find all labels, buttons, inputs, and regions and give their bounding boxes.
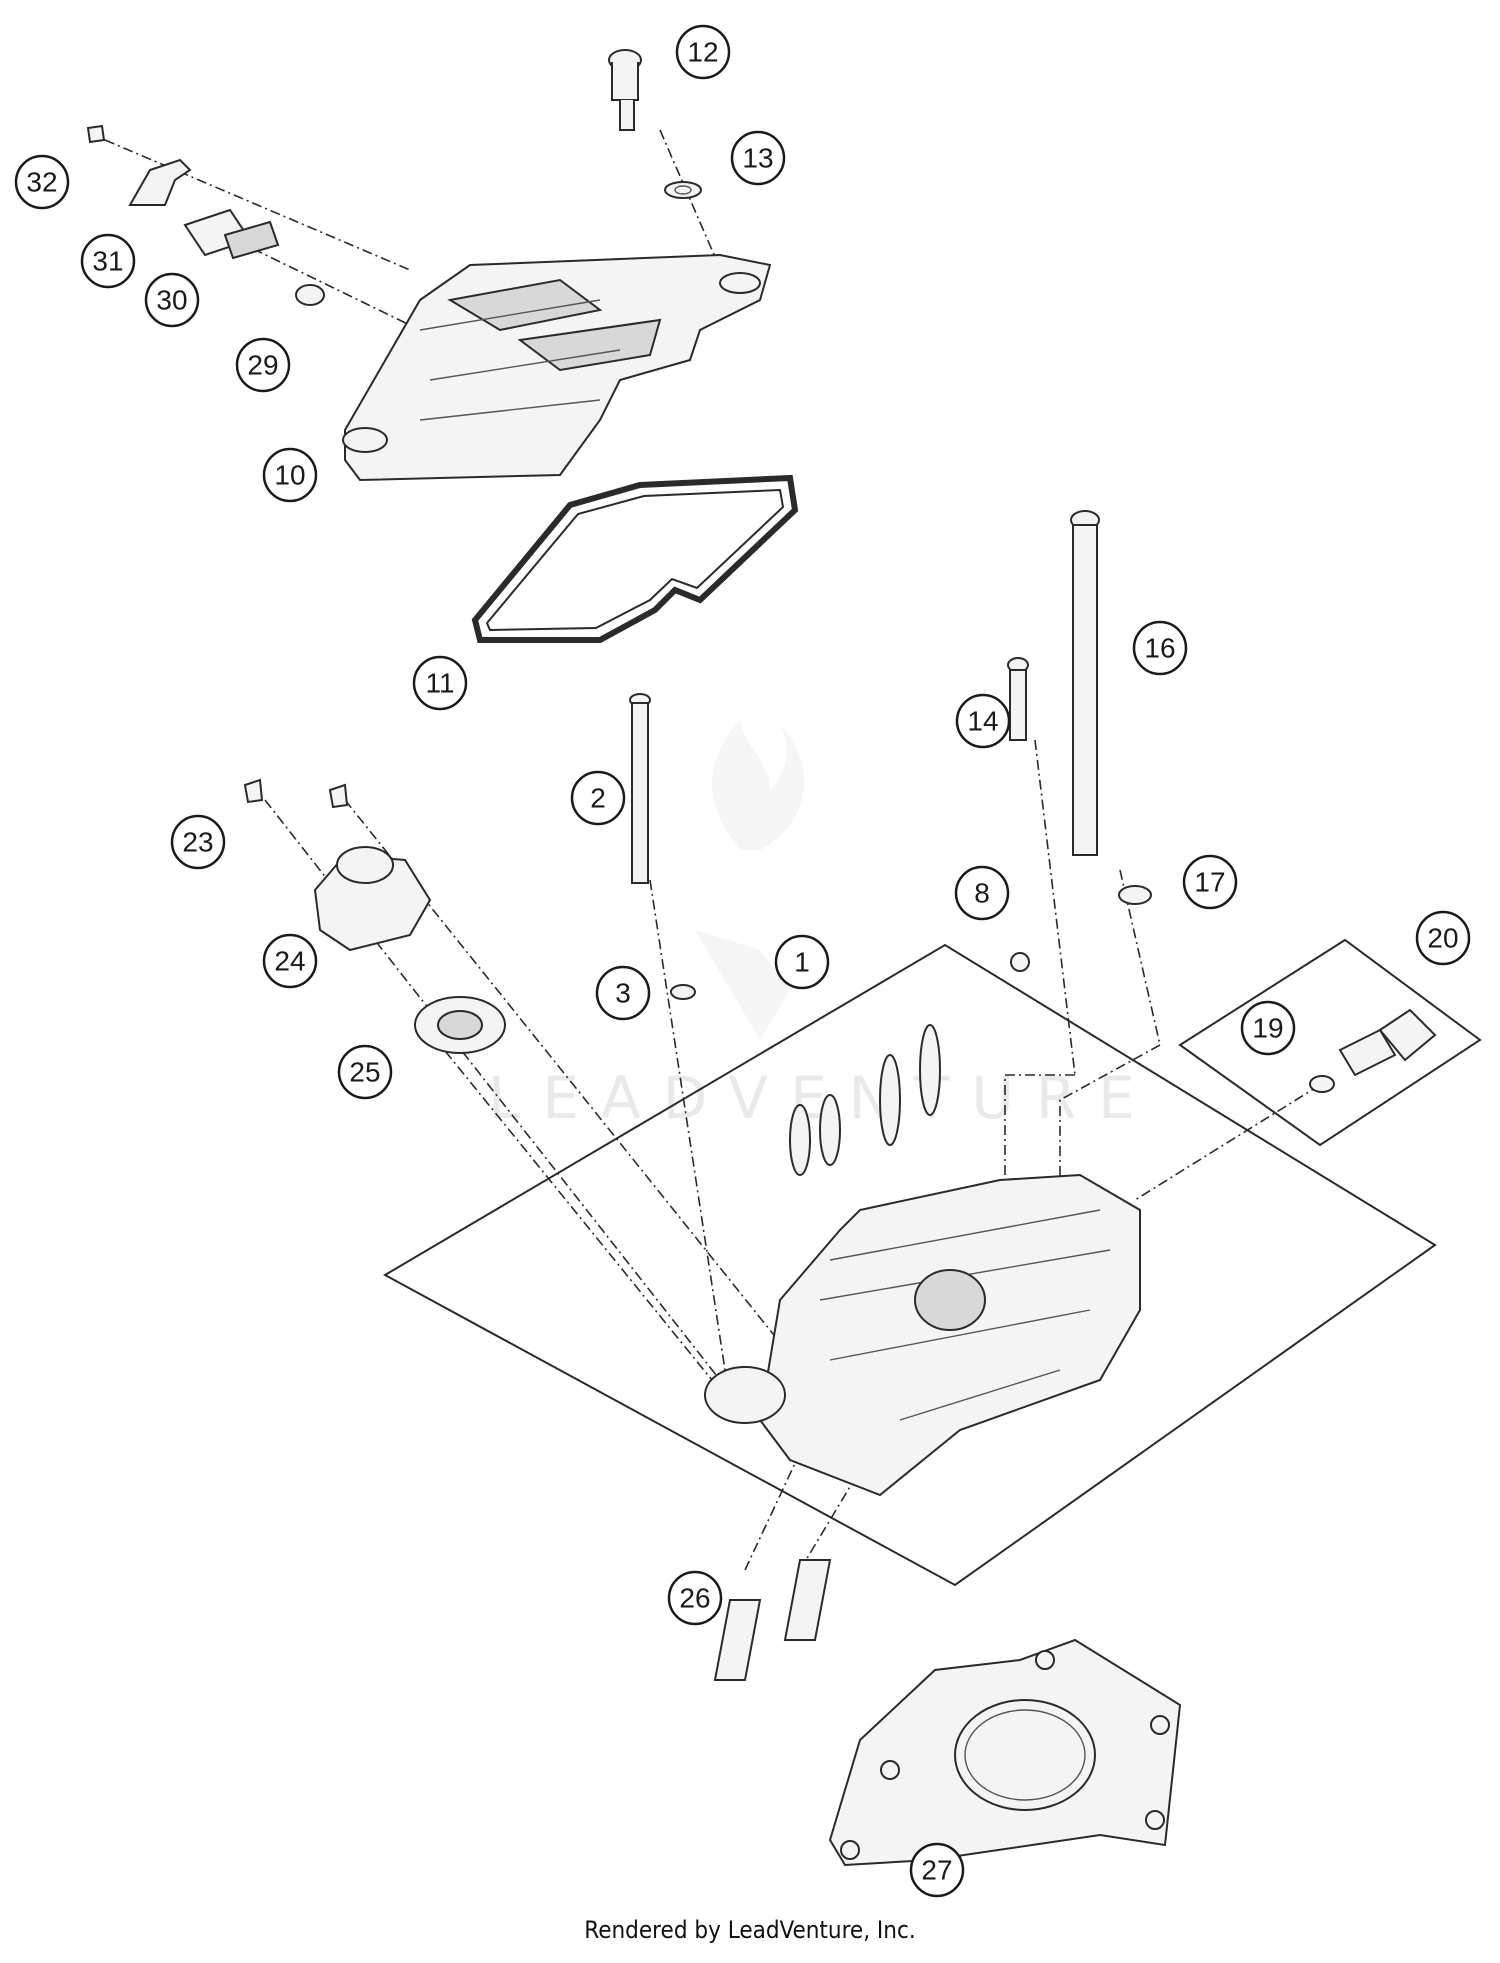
callout-31[interactable]: 31 [80,233,136,289]
valve-cover-gasket-part [471,474,799,643]
callout-30[interactable]: 30 [144,272,200,328]
callout-1[interactable]: 1 [774,934,830,990]
head-gasket-part [828,1638,1182,1867]
cover-bolt-part [608,49,642,131]
svg-text:23: 23 [182,827,213,858]
thermostat-housing-parts [243,778,506,1054]
callout-27[interactable]: 27 [909,1842,965,1898]
callout-11[interactable]: 11 [412,655,468,711]
svg-text:10: 10 [274,460,305,491]
callout-14[interactable]: 14 [955,693,1011,749]
callout-12[interactable]: 12 [675,24,731,80]
svg-text:17: 17 [1194,867,1225,898]
svg-text:14: 14 [967,706,998,737]
svg-text:24: 24 [274,946,305,977]
callout-17[interactable]: 17 [1182,854,1238,910]
long-bolt-part [1070,510,1100,856]
svg-text:32: 32 [26,167,57,198]
svg-text:8: 8 [974,878,990,909]
svg-text:20: 20 [1427,923,1458,954]
svg-text:16: 16 [1144,633,1175,664]
washer-part-17 [1118,885,1152,905]
credit-line: Rendered by LeadVenture, Inc. [584,1916,916,1944]
callout-24[interactable]: 24 [262,933,318,989]
callout-32[interactable]: 32 [14,154,70,210]
callout-29[interactable]: 29 [235,337,291,393]
dowel-part-8 [1010,952,1030,972]
head-bolt-part [629,693,651,884]
callout-26[interactable]: 26 [667,1570,723,1626]
callout-13[interactable]: 13 [730,130,786,186]
callout-20[interactable]: 20 [1415,910,1471,966]
dowel-pins-part [713,1559,832,1681]
callout-16[interactable]: 16 [1132,620,1188,676]
svg-text:19: 19 [1252,1013,1283,1044]
callout-19[interactable]: 19 [1240,1000,1296,1056]
washer-part-3 [670,984,696,1000]
leader-lines [104,129,1321,1571]
temperature-sensor-part [1309,1008,1437,1093]
svg-text:2: 2 [590,783,606,814]
svg-text:11: 11 [425,668,454,699]
callout-25[interactable]: 25 [337,1044,393,1100]
callout-23[interactable]: 23 [170,814,226,870]
svg-text:1: 1 [794,947,810,978]
sensor-group-box [1178,938,1482,1147]
watermark-logo [695,720,805,1040]
short-bolt-part [1007,657,1029,741]
vent-assembly-parts [86,124,325,306]
callout-10[interactable]: 10 [262,447,318,503]
callout-3[interactable]: 3 [595,965,651,1021]
svg-text:30: 30 [156,285,187,316]
svg-text:29: 29 [247,350,278,381]
callout-8[interactable]: 8 [954,865,1010,921]
valve-cover-part [342,253,772,482]
svg-text:25: 25 [349,1057,380,1088]
svg-text:27: 27 [921,1855,952,1886]
svg-text:26: 26 [679,1583,710,1614]
cylinder-head-group-box [382,943,1437,1587]
svg-text:31: 31 [92,246,123,277]
svg-text:12: 12 [687,37,718,68]
washer-part-13 [664,181,702,199]
callout-2[interactable]: 2 [570,770,626,826]
cylinder-head-part [704,1024,1141,1497]
svg-text:3: 3 [615,978,631,1009]
svg-text:13: 13 [742,143,773,174]
